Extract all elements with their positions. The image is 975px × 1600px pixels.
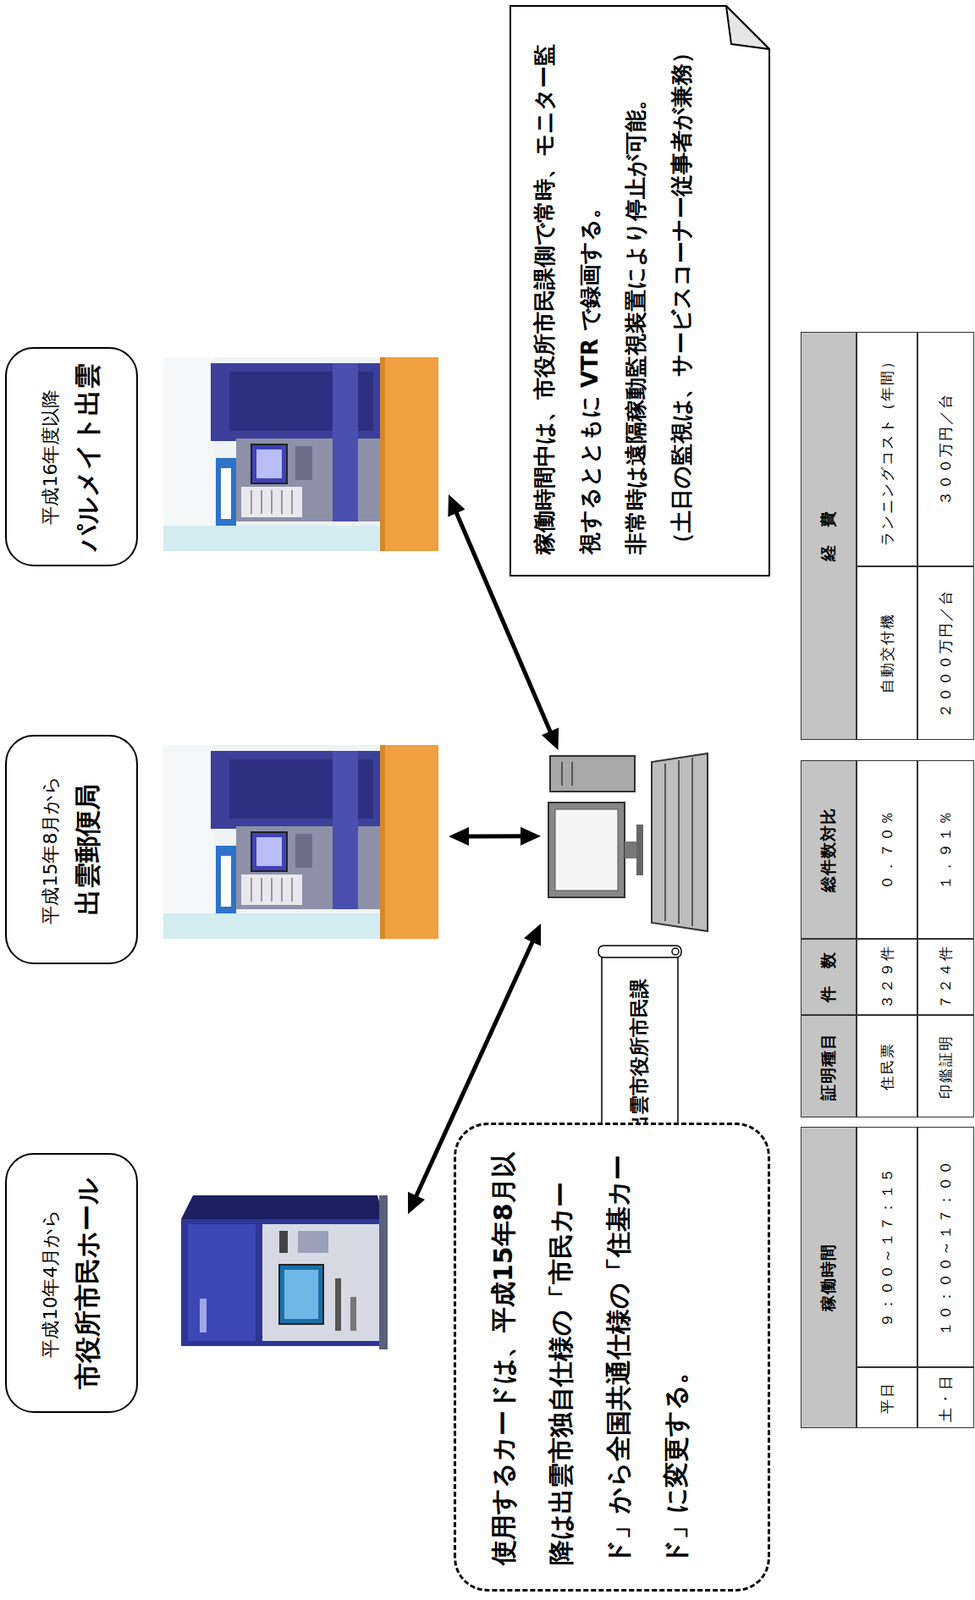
note-text: 非常時は遠隔稼動監視装置により停止が可能。 bbox=[612, 30, 659, 555]
table-cell: 件 数 bbox=[800, 938, 857, 1015]
table-cell: 稼働時間 bbox=[800, 1126, 857, 1428]
note-text: （土日の監視は、サービスコーナー従事者が兼務） bbox=[658, 30, 705, 555]
table-value: 土・日 bbox=[936, 1373, 956, 1422]
table-cell: ９：００～１７：１５ bbox=[856, 1126, 918, 1367]
table-value: 平日 bbox=[877, 1381, 898, 1414]
site-node: 平成15年8月から出雲郵便局 bbox=[5, 734, 449, 964]
connector-line bbox=[465, 833, 524, 838]
kiosk-illustration bbox=[181, 1195, 388, 1350]
table-cell: 印鑑証明 bbox=[917, 1014, 975, 1118]
arrow-head bbox=[523, 923, 541, 946]
table-cell: 住民票 bbox=[856, 1014, 918, 1118]
office-name: 出雲市役所市民課 bbox=[627, 978, 653, 1135]
arrow-head bbox=[407, 1191, 425, 1214]
table-header: 件 数 bbox=[817, 951, 840, 1003]
table-cell: 土・日 bbox=[917, 1366, 975, 1428]
table-cell: １．９１％ bbox=[917, 760, 975, 939]
dashed-node: 使用するカードは、平成15年8月以降は出雲市独自仕様の「市民カード」から全国共通… bbox=[453, 1122, 771, 1592]
site-name: 出雲郵便局 bbox=[71, 783, 105, 915]
callout-shape bbox=[510, 5, 770, 576]
site-name: パルメイト出雲 bbox=[71, 363, 105, 551]
table-header: 証明種目 bbox=[817, 1032, 840, 1101]
table-cell: 自動交付機 bbox=[856, 566, 918, 740]
table-cell: ３２９件 bbox=[856, 938, 918, 1015]
table-value: １．９１％ bbox=[936, 809, 956, 890]
start-date: 平成10年4月から bbox=[38, 1208, 64, 1358]
site-node: 平成10年4月から市役所市民ホール bbox=[5, 1152, 408, 1413]
note-text: 使用するカードは、平成15年8月以降は出雲市独自仕様の「市民カード」から全国共通… bbox=[474, 1148, 706, 1565]
table-value: 印鑑証明 bbox=[936, 1034, 956, 1099]
arrow-head bbox=[447, 494, 465, 517]
table-header: 総件数対比 bbox=[817, 807, 840, 893]
table-value: ７２４件 bbox=[936, 944, 956, 1009]
table-value: ２０００万円／台 bbox=[936, 589, 956, 718]
folded-corner bbox=[726, 5, 770, 50]
table-cell: ７２４件 bbox=[917, 938, 975, 1015]
site-title-box: 平成15年8月から出雲郵便局 bbox=[5, 734, 138, 964]
table-cell: １０：００～１７：００ bbox=[917, 1126, 975, 1367]
scroll-roll bbox=[598, 945, 682, 958]
callout-node: 稼働時間中は、市役所市民課側で常時、モニター監視するとともに VTR で録画する… bbox=[509, 5, 771, 577]
computer-illustration bbox=[548, 753, 708, 931]
connector bbox=[448, 826, 541, 846]
table-value: １０：００～１７：００ bbox=[936, 1158, 956, 1336]
table-value: 住民票 bbox=[877, 1041, 898, 1091]
table-value: ３００万円／台 bbox=[936, 392, 956, 506]
site-title-box: 平成16年度以降パルメイト出雲 bbox=[5, 347, 138, 567]
start-date: 平成16年度以降 bbox=[38, 389, 64, 525]
scroll-curl bbox=[672, 947, 679, 955]
table-value: ３２９件 bbox=[877, 944, 898, 1009]
table-cell: 総件数対比 bbox=[800, 760, 857, 939]
arrow-head bbox=[520, 826, 541, 846]
scroll-node: 出雲市役所市民課 bbox=[540, 749, 715, 1168]
table-value: 自動交付機 bbox=[877, 612, 898, 694]
site-node: 平成16年度以降パルメイト出雲 bbox=[5, 347, 449, 567]
table-cell: ０．７０％ bbox=[856, 760, 918, 939]
arrow-head bbox=[541, 727, 559, 750]
table-cell: 証明種目 bbox=[800, 1014, 857, 1118]
table-header: 稼働時間 bbox=[817, 1243, 840, 1312]
start-date: 平成15年8月から bbox=[38, 775, 64, 925]
table-value: ９：００～１７：１５ bbox=[877, 1166, 898, 1328]
table-cell: ２０００万円／台 bbox=[917, 566, 975, 740]
table-cell: ３００万円／台 bbox=[917, 331, 975, 567]
site-name: 市役所市民ホール bbox=[71, 1177, 105, 1389]
table-cell: 経 費 bbox=[800, 331, 857, 740]
note-text: 稼働時間中は、市役所市民課側で常時、モニター監視するとともに VTR で録画する… bbox=[521, 30, 613, 555]
booth-illustration bbox=[163, 357, 439, 551]
table-cell: 平日 bbox=[856, 1366, 918, 1428]
booth-illustration bbox=[163, 744, 439, 939]
site-title-box: 平成10年4月から市役所市民ホール bbox=[5, 1152, 138, 1413]
table-header: 経 費 bbox=[817, 510, 840, 562]
arrow-head bbox=[448, 826, 469, 846]
table-cell: ランニングコスト（年間） bbox=[856, 331, 918, 567]
table-value: ０．７０％ bbox=[877, 809, 898, 890]
table-value: ランニングコスト（年間） bbox=[877, 352, 898, 546]
